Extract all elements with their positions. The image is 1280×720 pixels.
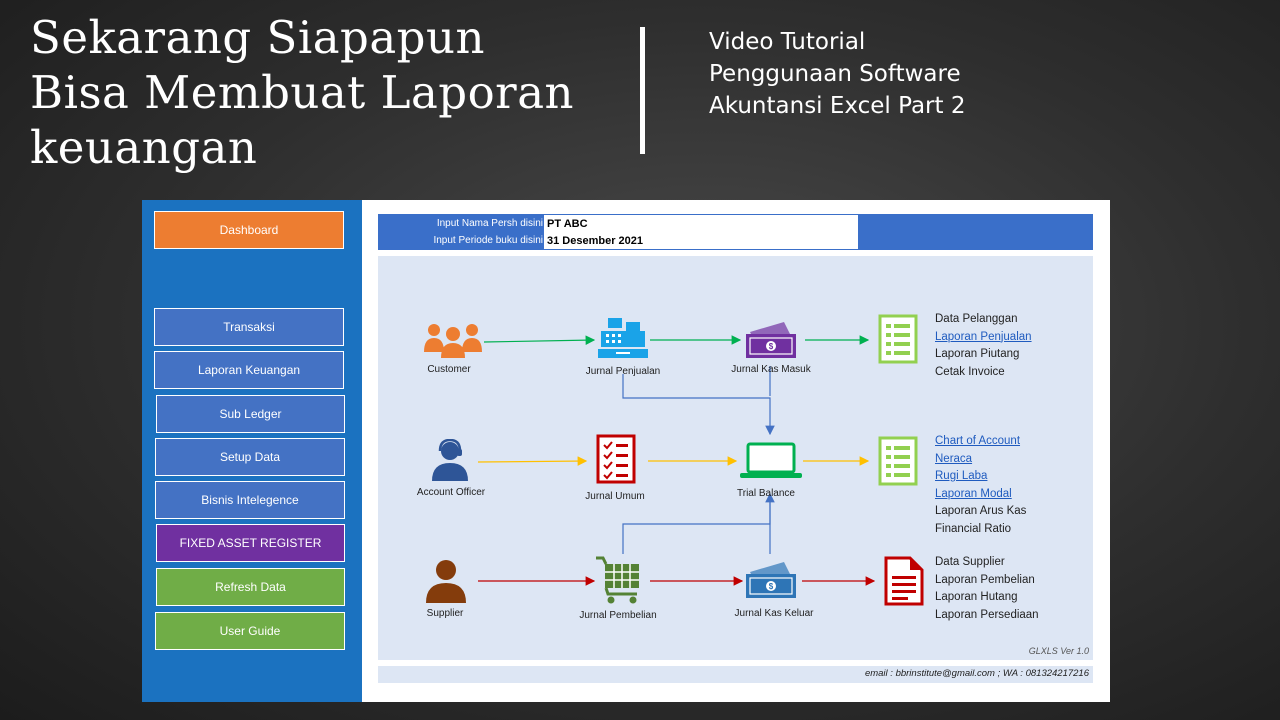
jurnal-kas-keluar-label: Jurnal Kas Keluar [734,608,814,619]
title-divider [640,27,645,154]
video-headline: Sekarang Siapapun Bisa Membuat Laporan k… [30,10,574,175]
cash-in-money-icon: $ [746,322,796,358]
cash-register-icon [598,318,648,358]
transaksi-button[interactable]: Transaksi [154,308,344,346]
footer-bar: email : bbrinstitute@gmail.com ; WA : 08… [378,666,1093,683]
sales-reports-list: Data Pelanggan Laporan Penjualan Laporan… [935,311,1032,381]
laporan-penjualan-link[interactable]: Laporan Penjualan [935,330,1032,343]
arrow-penjualan-to-trial [622,374,775,436]
excel-dashboard: Dashboard Transaksi Laporan Keuangan Sub… [142,200,1110,702]
supplier-icon [426,560,466,603]
sidebar: Dashboard Transaksi Laporan Keuangan Sub… [142,200,362,702]
jurnal-umum-label: Jurnal Umum [585,491,645,502]
dashboard-button[interactable]: Dashboard [154,211,344,249]
financial-ratio-link[interactable]: Financial Ratio [935,522,1012,535]
contact-info: email : bbrinstitute@gmail.com ; WA : 08… [864,668,1089,679]
subtitle-line-2: Penggunaan Software [709,61,961,87]
jurnal-penjualan-label: Jurnal Penjualan [585,366,661,377]
sub-ledger-button[interactable]: Sub Ledger [156,395,345,433]
supplier-label: Supplier [426,608,464,619]
subtitle-line-3: Akuntansi Excel Part 2 [709,93,966,119]
laporan-persediaan-link[interactable]: Laporan Persediaan [935,608,1039,621]
laptop-icon [740,442,802,478]
flow-diagram: Customer Jurnal Penjualan $ Jurnal Kas M… [378,256,1093,660]
neraca-link[interactable]: Neraca [935,452,973,465]
refresh-data-button[interactable]: Refresh Data [156,568,345,606]
subtitle-line-1: Video Tutorial [709,29,866,55]
arrow-officer-to-umum [477,456,588,466]
trial-balance-label: Trial Balance [737,488,795,499]
version-label: GLXLS Ver 1.0 [1028,646,1089,656]
period-input[interactable]: 31 Desember 2021 [547,235,644,247]
headline-line-3: keuangan [30,121,258,174]
data-supplier-link[interactable]: Data Supplier [935,556,1005,568]
purchase-report-document-icon [884,556,924,606]
svg-text:$: $ [769,342,774,351]
customer-group-icon [424,324,482,358]
header-input-box [544,215,858,249]
fixed-asset-register-button[interactable]: FIXED ASSET REGISTER [156,524,345,562]
laporan-piutang-link[interactable]: Laporan Piutang [935,348,1020,360]
headline-line-1: Sekarang Siapapun [30,11,485,64]
flow-connectors [477,335,876,586]
customer-label: Customer [427,364,471,375]
chart-of-account-link[interactable]: Chart of Account [935,435,1021,447]
arrow-pembelian-to-trial [622,492,775,554]
purchase-reports-list: Data Supplier Laporan Pembelian Laporan … [935,554,1039,624]
period-label: Input Periode buku disini [433,235,543,246]
laporan-hutang-link[interactable]: Laporan Hutang [935,591,1018,603]
cash-out-money-icon: $ [746,562,796,598]
account-officer-icon [432,439,468,481]
gl-report-document-icon [878,436,918,486]
sales-report-document-icon [878,314,918,364]
laporan-modal-link[interactable]: Laporan Modal [935,487,1012,500]
video-subtitle: Video Tutorial Penggunaan Software Akunt… [709,26,965,122]
arrow-customer-to-penjualan [483,335,596,345]
data-pelanggan-link[interactable]: Data Pelanggan [935,313,1018,325]
account-officer-label: Account Officer [416,487,486,498]
rugi-laba-link[interactable]: Rugi Laba [935,470,988,482]
laporan-arus-kas-link[interactable]: Laporan Arus Kas [935,505,1027,517]
gl-reports-list: Chart of Account Neraca Rugi Laba Lapora… [935,433,1026,538]
jurnal-kas-masuk-label: Jurnal Kas Masuk [731,364,811,375]
shopping-cart-icon [596,556,639,604]
headline-line-2: Bisa Membuat Laporan [30,66,575,119]
setup-data-button[interactable]: Setup Data [155,438,345,476]
user-guide-button[interactable]: User Guide [155,612,345,650]
laporan-keuangan-button[interactable]: Laporan Keuangan [154,351,344,389]
company-name-input[interactable]: PT ABC [547,218,588,230]
company-header: Input Nama Persh disini Input Periode bu… [378,214,1093,250]
svg-text:$: $ [769,582,774,591]
laporan-pembelian-link[interactable]: Laporan Pembelian [935,573,1035,586]
checklist-icon [596,434,636,484]
jurnal-pembelian-label: Jurnal Pembelian [579,610,657,621]
cetak-invoice-link[interactable]: Cetak Invoice [935,365,1005,378]
bisnis-intelegence-button[interactable]: Bisnis Intelegence [155,481,345,519]
company-name-label: Input Nama Persh disini [436,218,543,229]
